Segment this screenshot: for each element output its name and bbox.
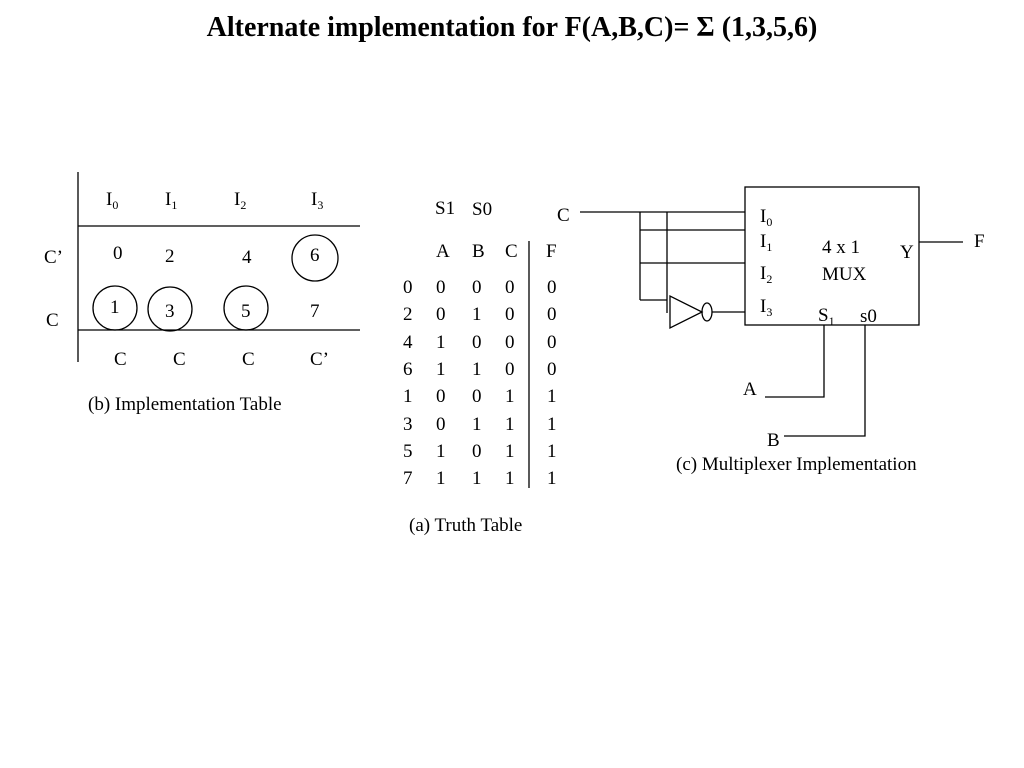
truth-table-cell: 0 — [505, 359, 515, 380]
impl-input-i0: I0 — [106, 189, 119, 212]
mux-input-i3: I3 — [760, 296, 773, 319]
impl-bottom-label: C — [242, 349, 255, 370]
impl-row-label-c: C — [46, 310, 59, 331]
circle-minterm-5 — [223, 285, 269, 331]
truth-table-cell: 1 — [505, 441, 515, 462]
truth-table-caption: (a) Truth Table — [409, 515, 523, 536]
truth-table-cell: 0 — [505, 304, 515, 325]
truth-table-cell: 1 — [547, 441, 557, 462]
impl-minterm: 4 — [242, 247, 252, 268]
truth-table-cell: 1 — [505, 468, 515, 489]
impl-minterm: 7 — [310, 301, 320, 322]
truth-table-cell: 0 — [472, 277, 482, 298]
truth-table-cell: 6 — [403, 359, 413, 380]
mux-size-label: 4 x 1 — [822, 237, 860, 258]
mux-select-s1: S1 — [818, 305, 835, 328]
inverter-bubble — [701, 302, 713, 322]
mux-input-i2: I2 — [760, 263, 773, 286]
mux-select-signal-a: A — [743, 379, 757, 400]
truth-header-c: C — [505, 241, 518, 262]
truth-table-cell: 1 — [436, 468, 446, 489]
truth-table-cell: 1 — [547, 386, 557, 407]
truth-table-cell: 0 — [472, 386, 482, 407]
truth-table-cell: 0 — [472, 332, 482, 353]
wire-select-b — [784, 325, 866, 437]
truth-table-cell: 0 — [472, 441, 482, 462]
truth-table-cell: 1 — [436, 359, 446, 380]
truth-table-cell: 0 — [436, 277, 446, 298]
truth-table-cell: 1 — [436, 332, 446, 353]
truth-table-cell: 5 — [403, 441, 413, 462]
truth-table-cell: 1 — [547, 468, 557, 489]
mux-output-y: Y — [900, 242, 914, 263]
mux-select-s0: s0 — [860, 306, 877, 327]
wire-select-a — [765, 325, 825, 398]
truth-header-b: B — [472, 241, 485, 262]
mux-select-signal-b: B — [767, 430, 780, 451]
truth-table-cell: 0 — [505, 332, 515, 353]
mux-input-i0: I0 — [760, 206, 773, 229]
impl-minterm: 1 — [110, 297, 120, 318]
truth-table-cell: 1 — [472, 468, 482, 489]
truth-table-cell: 2 — [403, 304, 413, 325]
truth-table-cell: 7 — [403, 468, 413, 489]
truth-select-s1: S1 — [435, 198, 456, 219]
impl-table-caption: (b) Implementation Table — [88, 394, 282, 415]
truth-table-cell: 0 — [547, 332, 557, 353]
impl-input-i3: I3 — [311, 189, 324, 212]
impl-bottom-label: C — [114, 349, 127, 370]
mux-name-label: MUX — [822, 264, 867, 285]
impl-minterm: 5 — [241, 301, 251, 322]
truth-table-cell: 1 — [505, 386, 515, 407]
mux-box — [744, 186, 920, 326]
truth-table-cell: 0 — [436, 304, 446, 325]
truth-table-cell: 0 — [436, 386, 446, 407]
truth-table-cell: 3 — [403, 414, 413, 435]
truth-table-cell: 1 — [505, 414, 515, 435]
circle-minterm-6 — [291, 234, 339, 282]
circle-minterm-1 — [92, 285, 138, 331]
impl-row-label-cprime: C’ — [44, 247, 63, 268]
truth-select-s0: S0 — [472, 199, 493, 220]
truth-table-cell: 0 — [436, 414, 446, 435]
impl-minterm: 3 — [165, 301, 175, 322]
circle-minterm-3 — [147, 286, 193, 332]
truth-table-cell: 1 — [472, 414, 482, 435]
truth-table-cell: 0 — [547, 359, 557, 380]
impl-minterm: 0 — [113, 243, 123, 264]
page-title: Alternate implementation for F(A,B,C)= Σ… — [206, 12, 818, 43]
truth-table-cell: 0 — [547, 277, 557, 298]
impl-minterm: 6 — [310, 245, 320, 266]
truth-header-a: A — [436, 241, 450, 262]
truth-header-f: F — [546, 241, 557, 262]
inverter-gate — [669, 294, 704, 330]
mux-caption: (c) Multiplexer Implementation — [676, 454, 917, 475]
truth-table-cell: 0 — [403, 277, 413, 298]
truth-table-cell: 4 — [403, 332, 413, 353]
truth-table-cell: 0 — [547, 304, 557, 325]
impl-input-i2: I2 — [234, 189, 247, 212]
truth-table-cell: 1 — [472, 359, 482, 380]
truth-table-cell: 1 — [472, 304, 482, 325]
mux-input-signal-c: C — [557, 205, 570, 226]
mux-input-i1: I1 — [760, 231, 773, 254]
mux-output-signal-f: F — [974, 231, 985, 252]
impl-bottom-label: C’ — [310, 349, 329, 370]
impl-input-i1: I1 — [165, 189, 178, 212]
truth-table-cell: 0 — [505, 277, 515, 298]
impl-minterm: 2 — [165, 246, 175, 267]
truth-table-cell: 1 — [547, 414, 557, 435]
truth-table-cell: 1 — [436, 441, 446, 462]
impl-bottom-label: C — [173, 349, 186, 370]
truth-table-cell: 1 — [403, 386, 413, 407]
